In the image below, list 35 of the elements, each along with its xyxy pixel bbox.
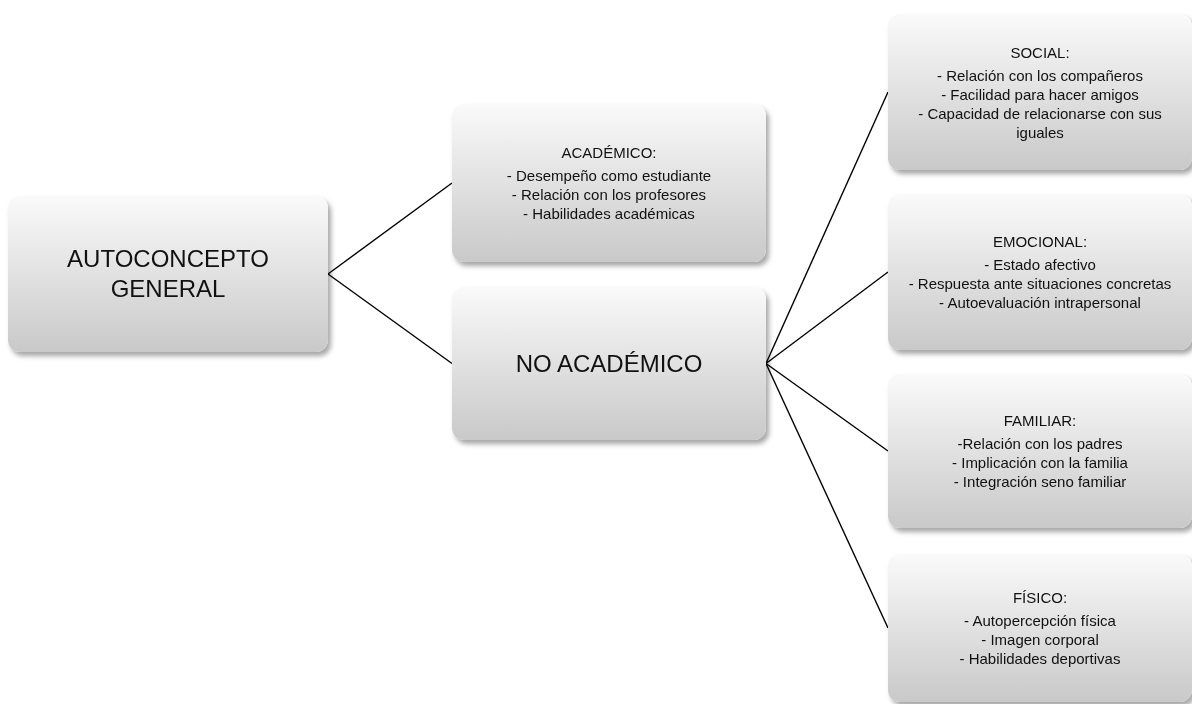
list-item: - Relación con los compañeros [937,65,1143,85]
list-item: - Imagen corporal [981,630,1099,649]
connector-line [765,271,889,365]
list-item: - Facilidad para hacer amigos [941,84,1139,104]
box-heading: FAMILIAR: [1003,411,1077,430]
list-item: - Relación con los profesores [511,185,707,204]
box-title: NO ACADÉMICO [515,348,703,379]
list-item: - Desempeño como estudiante [506,166,712,185]
list-item: - Implicación con la familia [952,453,1128,472]
rounded-box [8,196,328,352]
list-item: - Autopercepción física [964,611,1116,630]
connector-line [765,91,889,365]
list-item: - Respuesta ante situaciones concretas [908,274,1172,293]
connector-line [765,362,889,629]
list-item: - Capacidad de relacionarse con sus iguales [917,103,1163,142]
list-item: - Integración seno familiar [953,472,1127,491]
rounded-box [888,194,1192,350]
box-heading: EMOCIONAL: [992,232,1088,251]
connector-line [327,182,453,275]
connector-line [765,362,889,452]
box-title: AUTOCONCEPTO GENERAL [66,244,270,304]
rounded-box [888,554,1192,702]
list-item: - Habilidades académicas [523,204,695,223]
box-heading: ACADÉMICO: [561,143,657,162]
rounded-box [888,374,1192,528]
connector-line [327,273,453,365]
list-item: - Habilidades deportivas [959,649,1121,668]
rounded-box [888,14,1192,170]
list-item: - Autoevaluación intrapersonal [939,293,1141,312]
box-heading: FÍSICO: [1012,588,1068,607]
box-heading: SOCIAL: [1010,42,1070,62]
rounded-box [452,104,766,262]
list-item: -Relación con los padres [957,434,1123,453]
rounded-box [452,287,766,440]
list-item: - Estado afectivo [984,255,1096,274]
